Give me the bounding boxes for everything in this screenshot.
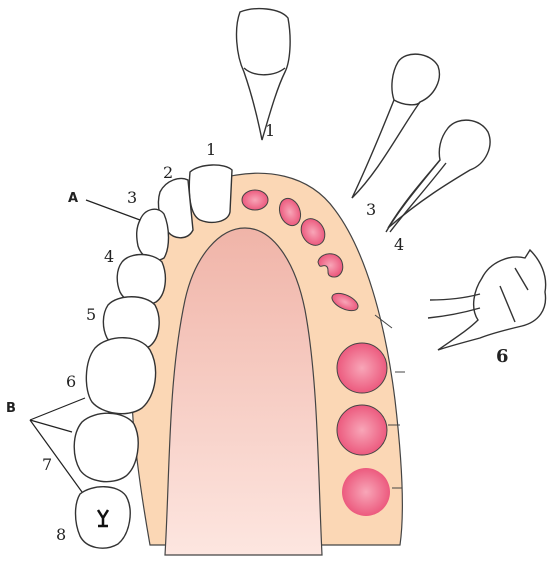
crown-label-7: 7 [42,455,52,474]
tooth-first-molar [86,338,155,414]
crown-label-1: 1 [206,140,216,159]
crown-label-2: 2 [163,163,173,182]
isolated-molar [428,250,546,350]
socket-second-molar [337,405,387,455]
socket-central-incisor [242,190,268,210]
socket-third-molar [342,468,390,516]
root-label-4: 4 [394,235,404,254]
crown-label-5: 5 [86,305,96,324]
tooth-central-incisor [189,165,232,222]
crown-label-8: 8 [56,525,66,544]
crown-label-6: 6 [66,372,76,391]
root-label-3: 3 [366,200,376,219]
tooth-canine [137,209,169,260]
root-label-6: 6 [496,346,509,367]
tooth-second-molar [74,413,138,481]
letter-a: A [68,191,78,206]
letter-b: B [6,401,16,416]
isolated-premolar [386,120,490,232]
isolated-incisor [237,9,291,140]
socket-first-molar [337,343,387,393]
crown-label-4: 4 [104,247,114,266]
crown-label-3: 3 [127,188,137,207]
root-label-1: 1 [265,121,275,140]
